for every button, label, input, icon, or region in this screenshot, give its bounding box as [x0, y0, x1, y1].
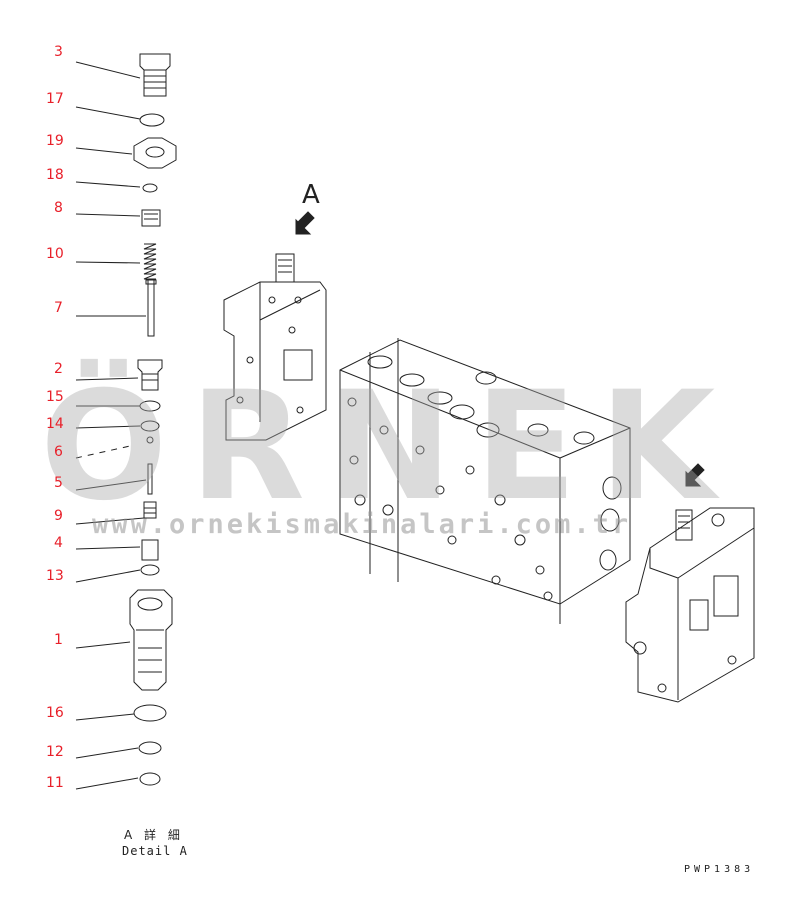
callout-3: 3: [54, 44, 63, 60]
view-label-a: A: [302, 180, 320, 210]
callout-17: 17: [46, 91, 64, 107]
callout-2: 2: [54, 361, 63, 377]
main-control-valve: [339, 338, 631, 624]
callout-14: 14: [46, 416, 64, 432]
callout-7: 7: [54, 300, 63, 316]
end-section-block: [625, 463, 755, 703]
callout-9: 9: [54, 508, 63, 524]
watermark-url: www.ornekismakinalari.com.tr: [92, 509, 632, 540]
callout-1: 1: [54, 632, 63, 648]
callout-10: 10: [46, 246, 64, 262]
callout-6: 6: [54, 444, 63, 460]
callout-19: 19: [46, 133, 64, 149]
exploded-parts-column: [129, 53, 177, 786]
callout-18: 18: [46, 167, 64, 183]
callout-15: 15: [46, 389, 64, 405]
detail-label-japanese: A 詳 細: [124, 828, 184, 842]
view-arrow-a: [295, 211, 315, 235]
drawing-code: PWP1383: [684, 864, 755, 875]
watermark-brand: ÖRNEK: [40, 360, 738, 534]
callout-5: 5: [54, 475, 63, 491]
callout-12: 12: [46, 744, 64, 760]
callout-4: 4: [54, 535, 63, 551]
callout-13: 13: [46, 568, 64, 584]
detail-label-english: Detail A: [122, 844, 188, 858]
callout-8: 8: [54, 200, 63, 216]
callout-16: 16: [46, 705, 64, 721]
leader-lines: [75, 61, 147, 790]
callout-11: 11: [46, 775, 64, 791]
small-valve-block: [223, 253, 327, 441]
